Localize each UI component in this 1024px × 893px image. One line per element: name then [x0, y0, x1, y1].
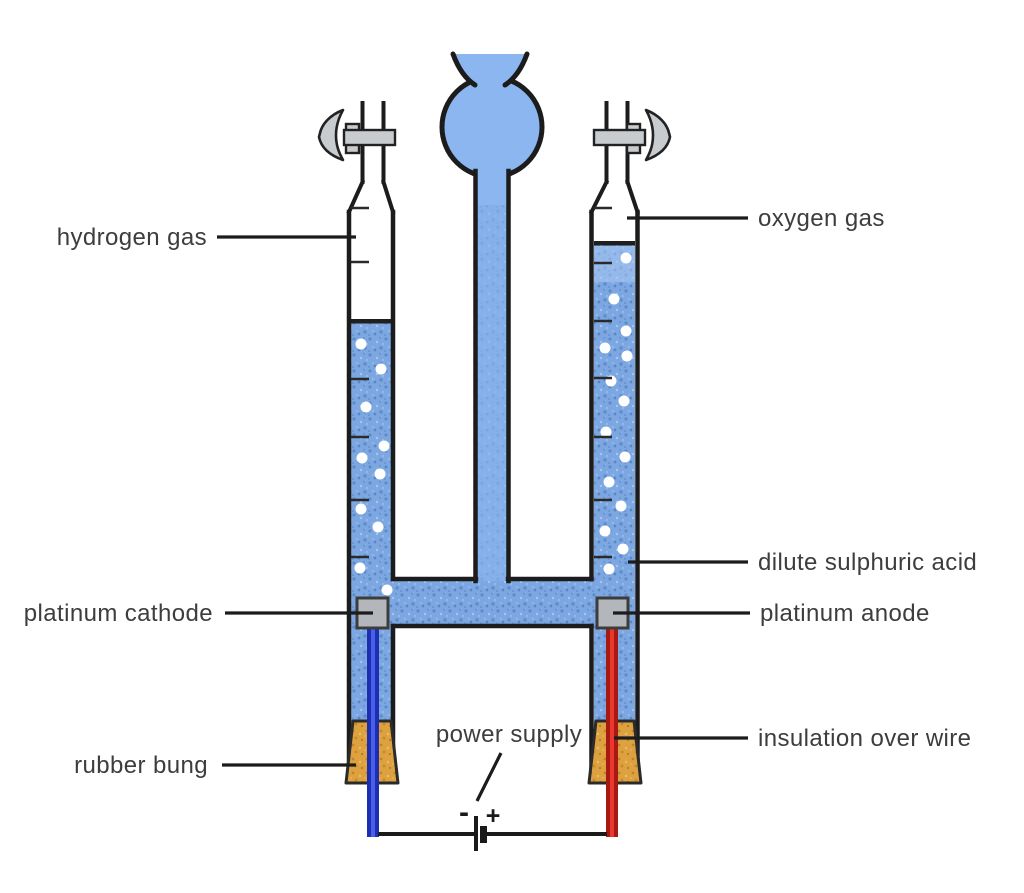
left-shoulder-right: [380, 179, 396, 215]
power-supply-circuit: - +: [378, 752, 607, 851]
anode-wire-core: [610, 620, 614, 837]
battery-minus-label: -: [459, 796, 469, 829]
label-oxygen-gas: oxygen gas: [758, 205, 885, 232]
left-liquid-surface: [351, 319, 391, 324]
right-stopcock-handle-icon: [644, 108, 672, 162]
left-stopcock: [317, 108, 397, 162]
label-platinum-cathode: platinum cathode: [24, 600, 213, 627]
reservoir-funnel: [453, 54, 527, 86]
label-power-supply: power supply: [436, 721, 582, 748]
cathode-wire-core: [371, 620, 375, 837]
left-stopcock-handle-icon: [317, 108, 345, 162]
electrode-wires: [367, 620, 618, 837]
gas-bubbles: [354, 252, 633, 596]
battery-plus-label: +: [486, 802, 501, 830]
funnel-right-edge: [502, 51, 530, 88]
right-stopcock-bar: [592, 128, 647, 147]
label-platinum-anode: platinum anode: [760, 600, 930, 627]
right-liquid-surface: [594, 241, 635, 246]
funnel-left-edge: [450, 51, 478, 88]
power-supply-leader-line: [475, 752, 503, 802]
channel-acid: [351, 581, 635, 624]
graduation-marks: [351, 206, 612, 559]
leader-lines: [217, 216, 750, 767]
right-shoulder-right: [624, 179, 641, 215]
reservoir: [439, 51, 545, 584]
label-dilute-sulphuric-acid: dilute sulphuric acid: [758, 549, 977, 576]
label-insulation-over-wire: insulation over wire: [758, 725, 971, 752]
label-rubber-bung: rubber bung: [74, 752, 208, 779]
text-labels: hydrogen gas oxygen gas dilute sulphuric…: [24, 205, 977, 779]
left-stopcock-bar: [342, 128, 397, 147]
label-hydrogen-gas: hydrogen gas: [57, 224, 207, 251]
reservoir-stem-speckle: [477, 205, 507, 581]
right-stopcock: [592, 108, 672, 162]
